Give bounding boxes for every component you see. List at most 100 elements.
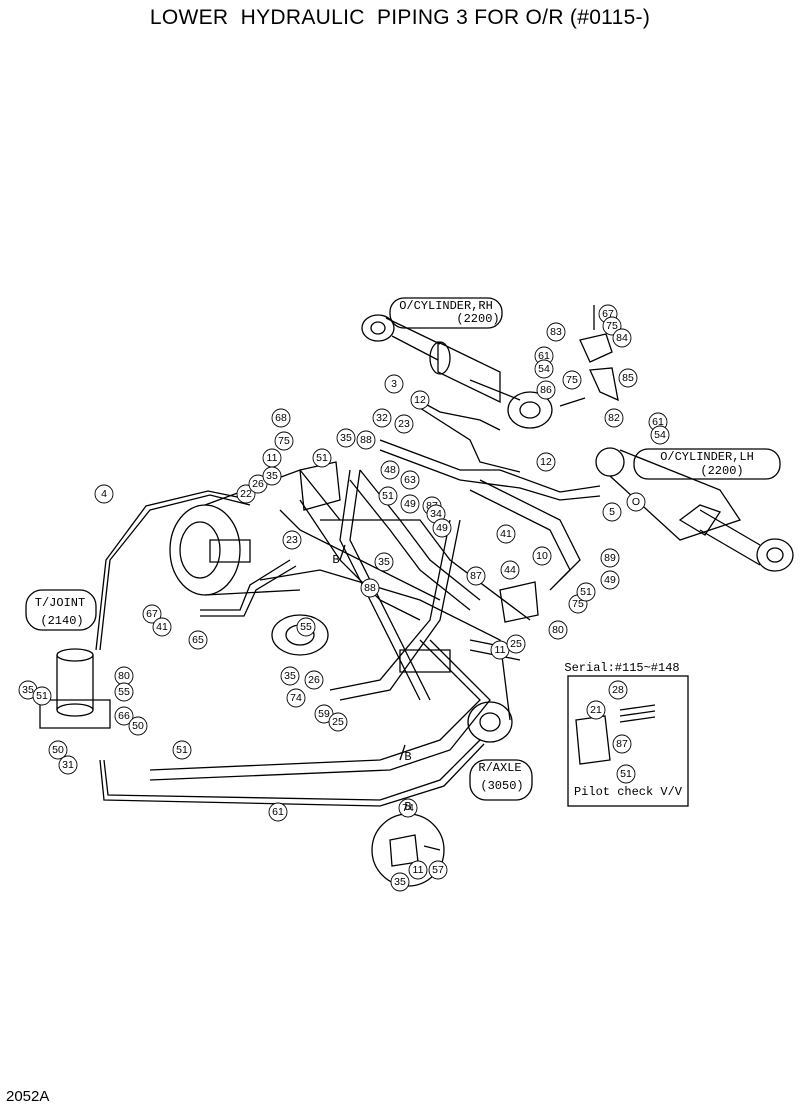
callout-number: 35 [340, 432, 352, 444]
callout-number: 4 [101, 488, 107, 500]
callout-number: O [632, 496, 640, 508]
callout-number: 68 [275, 412, 287, 424]
callout-51: 51 [32, 686, 52, 706]
callout-circle [262, 466, 282, 486]
callout-10: 10 [532, 546, 552, 566]
callout-circle [32, 686, 52, 706]
callout-circle [328, 712, 348, 732]
t-joint-drawing [39, 648, 111, 729]
callout-number: 67 [146, 608, 158, 620]
callout-circle [390, 872, 410, 892]
callout-number: 54 [538, 363, 550, 375]
callout-41: 41 [496, 524, 516, 544]
callout-circle [128, 716, 148, 736]
callout-number: 23 [398, 418, 410, 430]
callout-49: 49 [400, 494, 420, 514]
callout-circle [400, 494, 420, 514]
callout-circle [612, 734, 632, 754]
callout-number: 35 [22, 684, 34, 696]
callout-circle [282, 530, 302, 550]
callout-number: 65 [192, 634, 204, 646]
callout-number: 32 [376, 412, 388, 424]
callout-number: 51 [36, 690, 48, 702]
callout-circle [172, 740, 192, 760]
rh-cylinder-drawing [361, 314, 553, 429]
callout-number: 41 [500, 528, 512, 540]
callout-number: 35 [266, 470, 278, 482]
callout-number: 21 [590, 704, 602, 716]
callout-74: 74 [398, 798, 418, 818]
callout-number: 54 [654, 429, 666, 441]
callout-88: 88 [356, 430, 376, 450]
valve-block-upper [299, 461, 341, 511]
callout-number: 22 [240, 488, 252, 500]
callout-circle [58, 755, 78, 775]
callout-number: 88 [360, 434, 372, 446]
callout-number: 61 [652, 416, 664, 428]
callout-51: 51 [616, 764, 636, 784]
callout-number: 25 [332, 716, 344, 728]
o-cylinder-lh-ref: (2200) [700, 464, 743, 478]
callout-number: 82 [608, 412, 620, 424]
callout-87: 87 [612, 734, 632, 754]
callout-4: 4 [94, 484, 114, 504]
callout-49: 49 [600, 570, 620, 590]
callout-number: 80 [552, 624, 564, 636]
view-marker-1: B [332, 553, 339, 567]
view-marker-2: B [404, 750, 411, 764]
callout-55: 55 [296, 617, 316, 637]
callout-circle [534, 359, 554, 379]
callout-12: 12 [536, 452, 556, 472]
callout-number: 57 [432, 864, 444, 876]
callout-80: 80 [548, 620, 568, 640]
callout-23: 23 [394, 414, 414, 434]
callout-circle [612, 328, 632, 348]
callout-circle [506, 634, 526, 654]
callout-circle [500, 560, 520, 580]
callout-50: 50 [48, 740, 68, 760]
callout-number: 55 [118, 686, 130, 698]
callout-circle [562, 370, 582, 390]
callout-number: 84 [616, 332, 628, 344]
callout-circle [536, 452, 556, 472]
callout-84: 84 [612, 328, 632, 348]
callout-circle [394, 414, 414, 434]
callout-number: 55 [300, 621, 312, 633]
callout-circle [408, 860, 428, 880]
callout-89: 89 [600, 548, 620, 568]
callout-number: 67 [602, 308, 614, 320]
callout-circle [548, 620, 568, 640]
callout-11: 11 [408, 860, 428, 880]
o-cylinder-rh-name: O/CYLINDER,RH [399, 299, 493, 313]
callout-number: 23 [286, 534, 298, 546]
bracket-drawing [559, 305, 619, 407]
callout-82: 82 [604, 408, 624, 428]
callout-number: 10 [536, 550, 548, 562]
callout-80: 80 [114, 666, 134, 686]
callout-circle [650, 425, 670, 445]
callout-circle [274, 431, 294, 451]
callout-circle [378, 486, 398, 506]
line-21 [103, 739, 481, 801]
callout-number: 49 [436, 522, 448, 534]
callout-number: 87 [470, 570, 482, 582]
valve-block-lower [499, 581, 539, 623]
callout-74: 74 [286, 688, 306, 708]
callout-circle [152, 617, 172, 637]
callout-circle [380, 460, 400, 480]
callout-number: 89 [604, 552, 616, 564]
callout-number: 48 [384, 464, 396, 476]
callout-number: 75 [606, 320, 618, 332]
callout-circle [400, 470, 420, 490]
callout-circle [626, 492, 646, 512]
callout-35: 35 [280, 666, 300, 686]
callout-circle [268, 802, 288, 822]
callout-number: 35 [378, 556, 390, 568]
callout-51: 51 [172, 740, 192, 760]
callout-circle [398, 798, 418, 818]
callout-51: 51 [312, 448, 332, 468]
callout-50: 50 [128, 716, 148, 736]
callout-circle [410, 390, 430, 410]
callout-circle [618, 368, 638, 388]
